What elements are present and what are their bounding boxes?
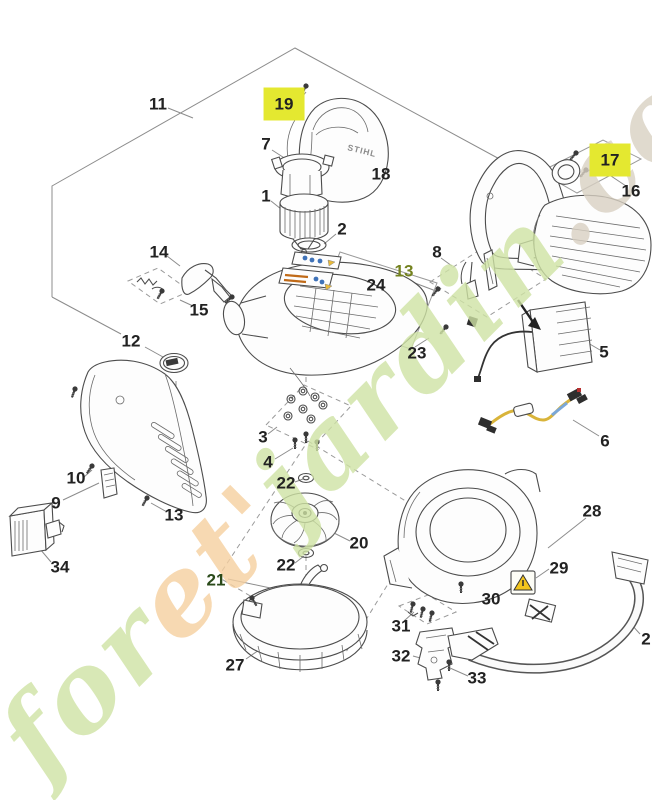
part-stickers-24 [279,252,341,290]
part-callout-22[interactable]: 22 [276,473,296,493]
part-callout-30[interactable]: 30 [481,589,501,609]
part-grommets-3 [284,387,327,423]
part-callout-20[interactable]: 20 [349,533,369,553]
part-callout-16[interactable]: 16 [621,181,641,201]
part-module-5 [466,300,592,382]
part-callout-18[interactable]: 18 [371,164,391,184]
part-callout-2[interactable]: 2 [641,629,651,649]
part-callout-34[interactable]: 34 [50,557,70,577]
part-callout-3[interactable]: 3 [258,427,268,447]
part-housing-half-left [68,360,206,513]
part-ring-27 [233,584,367,672]
part-callout-21[interactable]: 21 [206,570,226,590]
part-trigger-14 [182,264,237,306]
part-callout-14[interactable]: 14 [149,242,169,262]
part-callout-10[interactable]: 10 [66,468,86,488]
part-vented-housing-right [518,195,651,293]
part-callout-29[interactable]: 29 [549,558,569,578]
part-washer-22a [299,474,314,483]
part-callout-13[interactable]: 13 [394,261,414,281]
part-harness-6 [477,388,588,434]
part-bracket-9-10 [83,461,117,498]
part-callout-9[interactable]: 9 [51,493,61,513]
part-warning-label-29 [511,571,535,594]
part-callout-24[interactable]: 24 [366,275,386,295]
part-callout-2[interactable]: 2 [337,219,347,239]
part-callout-32[interactable]: 32 [391,646,411,666]
part-gasket-2 [292,238,326,252]
part-callout-33[interactable]: 33 [467,668,487,688]
part-callout-22[interactable]: 22 [276,555,296,575]
part-callout-6[interactable]: 6 [600,431,610,451]
part-callout-23[interactable]: 23 [407,343,427,363]
part-callout-17[interactable]: 17 [589,143,631,177]
part-callout-27[interactable]: 27 [225,655,245,675]
part-callout-5[interactable]: 5 [599,342,609,362]
part-callout-4[interactable]: 4 [263,452,273,472]
part-switch-bits-15 [137,278,167,302]
part-callout-15[interactable]: 15 [189,300,209,320]
part-callout-31[interactable]: 31 [391,616,411,636]
part-washer-22b [299,549,314,558]
part-small-parts-31 [407,599,437,624]
part-callout-1[interactable]: 1 [261,186,271,206]
part-hose-2 [448,552,648,669]
part-callout-12[interactable]: 12 [121,331,141,351]
part-battery-34 [10,503,64,556]
part-housing-28 [384,470,540,604]
part-callout-8[interactable]: 8 [432,242,442,262]
part-bushing-16-17 [549,148,591,188]
part-motor-mount-7 [272,154,334,200]
part-callout-11[interactable]: 11 [149,94,167,114]
part-callout-7[interactable]: 7 [261,134,271,154]
part-volute-housing-23 [220,262,427,396]
part-brackets-8 [461,250,497,299]
part-cap-12 [160,354,188,373]
part-callout-28[interactable]: 28 [582,501,602,521]
part-fan-20 [271,493,339,547]
part-rotor-1 [280,194,328,255]
part-callout-13[interactable]: 13 [164,505,184,525]
part-callout-19[interactable]: 19 [263,87,305,121]
